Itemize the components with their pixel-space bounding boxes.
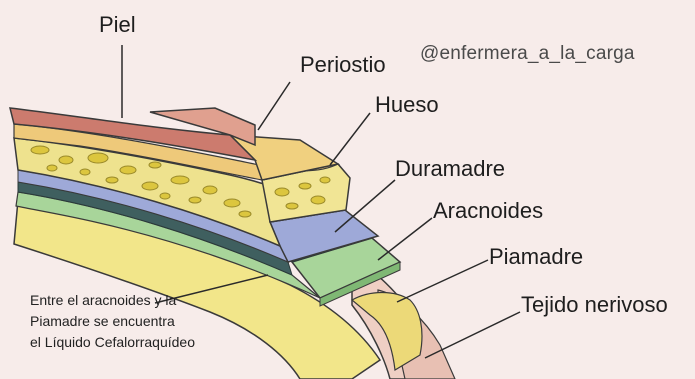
watermark-handle: @enfermera_a_la_carga	[420, 44, 635, 63]
label-duramadre: Duramadre	[395, 158, 505, 180]
label-hueso: Hueso	[375, 94, 439, 116]
label-tejido-nervioso: Tejido nerivoso	[521, 294, 668, 316]
label-piel: Piel	[99, 14, 136, 36]
leader-piamadre	[397, 260, 488, 302]
csf-note: Entre el aracnoides y la Piamadre se enc…	[30, 290, 290, 353]
leader-periostio	[258, 82, 290, 130]
label-periostio: Periostio	[300, 54, 386, 76]
csf-note-line-2: Piamadre se encuentra	[30, 311, 290, 332]
csf-note-line-1: Entre el aracnoides y la	[30, 290, 290, 311]
label-aracnoides: Aracnoides	[433, 200, 543, 222]
label-piamadre: Piamadre	[489, 246, 583, 268]
leader-tejido	[425, 312, 520, 358]
leader-aracnoides	[378, 218, 432, 260]
csf-note-line-3: el Líquido Cefalorraquídeo	[30, 332, 290, 353]
leader-hueso	[330, 113, 370, 165]
